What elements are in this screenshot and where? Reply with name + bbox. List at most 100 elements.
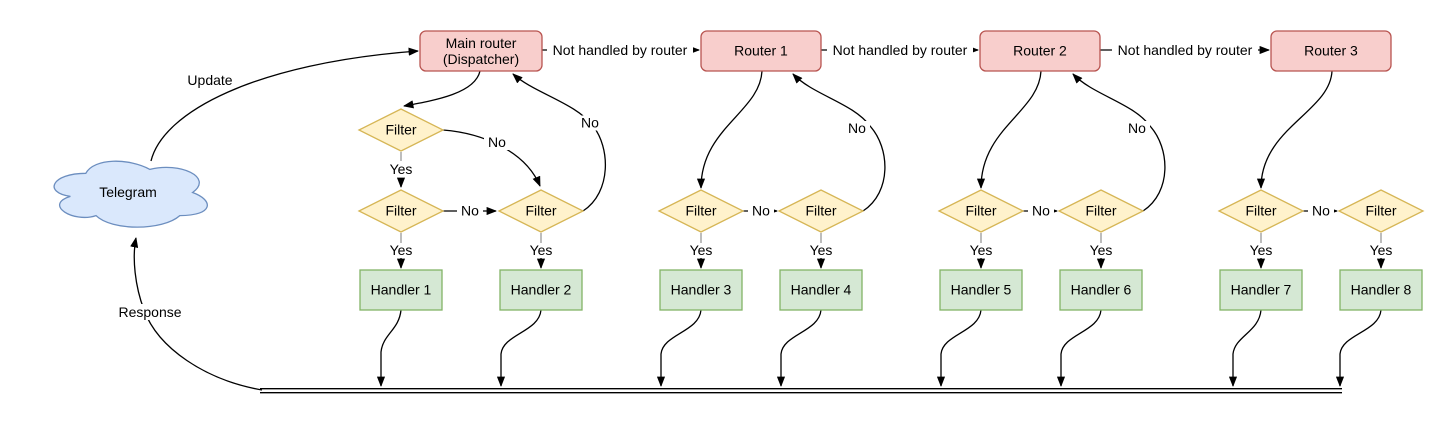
yes-b-label: Yes	[390, 242, 413, 258]
no-h-bg	[1308, 203, 1334, 219]
label-yes-filter-i: Yes	[1368, 242, 1394, 258]
no-h-label: No	[1312, 203, 1330, 219]
main-router-label-line1: Main router	[446, 35, 517, 51]
node-router-1: Router 1	[700, 30, 822, 72]
filter-b-diamond	[357, 189, 445, 233]
node-handler-4: Handler 4	[779, 269, 863, 311]
no-b-label: No	[461, 203, 479, 219]
label-yes-filter-a: Yes	[388, 161, 414, 177]
label-yes-filter-h: Yes	[1248, 242, 1274, 258]
edge-handler1-to-bus	[381, 309, 402, 386]
edge-handler7-to-bus	[1233, 309, 1262, 386]
no-g-label: No	[1128, 120, 1146, 136]
label-update: Update	[184, 72, 236, 88]
yes-f-bg	[968, 243, 994, 258]
node-handler-5: Handler 5	[939, 269, 1023, 311]
update-label-bg	[184, 72, 236, 88]
node-handler-3: Handler 3	[659, 269, 743, 311]
yes-g-label: Yes	[1090, 242, 1113, 258]
handler3-box	[659, 269, 743, 311]
filter-f-label: Filter	[965, 203, 996, 219]
edge-router2-to-filter	[981, 70, 1042, 188]
router3-label: Router 3	[1304, 43, 1358, 59]
no-f-bg	[1028, 203, 1054, 219]
cloud-shape	[53, 160, 208, 228]
no-e-bg	[844, 121, 870, 136]
node-router-3: Router 3	[1270, 30, 1392, 72]
edge-update-arrow	[150, 51, 418, 162]
handler1-box	[359, 269, 443, 311]
handler6-label: Handler 6	[1071, 282, 1132, 298]
filter-c-diamond	[497, 189, 585, 233]
label-yes-filter-g: Yes	[1088, 242, 1114, 258]
yes-i-bg	[1368, 243, 1394, 258]
filter-d-diamond	[657, 189, 745, 233]
edge-router3-to-filter	[1261, 70, 1333, 188]
no-a-bg	[484, 135, 510, 150]
yes-a-bg	[388, 162, 414, 177]
label-response: Response	[117, 304, 183, 320]
yes-i-label: Yes	[1370, 242, 1393, 258]
main-router-box	[419, 30, 543, 72]
node-handler-2: Handler 2	[499, 269, 583, 311]
edge-handler3-to-bus	[661, 309, 702, 386]
filter-e-diamond	[777, 189, 865, 233]
node-telegram-cloud: Telegram	[53, 160, 208, 228]
yes-c-label: Yes	[530, 242, 553, 258]
handler5-box	[939, 269, 1023, 311]
edge-handler8-to-bus	[1340, 309, 1382, 386]
yes-a-label: Yes	[390, 161, 413, 177]
handler3-label: Handler 3	[671, 282, 732, 298]
label-yes-filter-f: Yes	[968, 242, 994, 258]
handler7-box	[1219, 269, 1303, 311]
yes-b-bg	[388, 243, 414, 258]
node-filter-router1-right: Filter	[777, 189, 865, 233]
handler8-box	[1339, 269, 1423, 311]
node-handler-7: Handler 7	[1219, 269, 1303, 311]
handler4-label: Handler 4	[791, 282, 852, 298]
response-label: Response	[118, 304, 181, 320]
no-f-label: No	[1032, 203, 1050, 219]
node-handler-6: Handler 6	[1059, 269, 1143, 311]
router2-box	[979, 30, 1101, 72]
yes-h-label: Yes	[1250, 242, 1273, 258]
label-no-filter-e-return: No	[844, 120, 870, 136]
filter-f-diamond	[937, 189, 1025, 233]
handler6-box	[1059, 269, 1143, 311]
edge-handler5-to-bus	[941, 309, 982, 386]
label-no-filter-a: No	[484, 134, 510, 150]
label-yes-filter-d: Yes	[688, 242, 714, 258]
label-not-handled-2: Not handled by router	[827, 42, 973, 58]
label-no-filter-g-return: No	[1124, 120, 1150, 136]
no-b-bg	[457, 203, 483, 219]
label-not-handled-1: Not handled by router	[547, 42, 693, 58]
label-no-filter-h: No	[1308, 203, 1334, 219]
edge-filter-e-no-return	[793, 74, 886, 212]
edge-handler6-to-bus	[1061, 309, 1102, 386]
main-router-label-line2: (Dispatcher)	[443, 51, 519, 67]
filter-b-label: Filter	[385, 203, 416, 219]
node-filter-router2-right: Filter	[1057, 189, 1145, 233]
filter-c-label: Filter	[525, 203, 556, 219]
handler1-label: Handler 1	[371, 282, 432, 298]
yes-d-label: Yes	[690, 242, 713, 258]
yes-d-bg	[688, 243, 714, 258]
node-filter-router3-right: Filter	[1337, 189, 1425, 233]
not-handled-2-bg	[827, 42, 973, 58]
handler4-box	[779, 269, 863, 311]
not-handled-1-label: Not handled by router	[553, 42, 688, 58]
node-handler-8: Handler 8	[1339, 269, 1423, 311]
no-e-label: No	[848, 120, 866, 136]
filter-h-diamond	[1217, 189, 1305, 233]
yes-e-bg	[808, 243, 834, 258]
filter-g-diamond	[1057, 189, 1145, 233]
node-handler-1: Handler 1	[359, 269, 443, 311]
router1-label: Router 1	[734, 43, 788, 59]
node-filter-router3-left: Filter	[1217, 189, 1305, 233]
not-handled-1-bg	[547, 42, 693, 58]
filter-d-label: Filter	[685, 203, 716, 219]
no-d-label: No	[752, 203, 770, 219]
handler7-label: Handler 7	[1231, 282, 1292, 298]
